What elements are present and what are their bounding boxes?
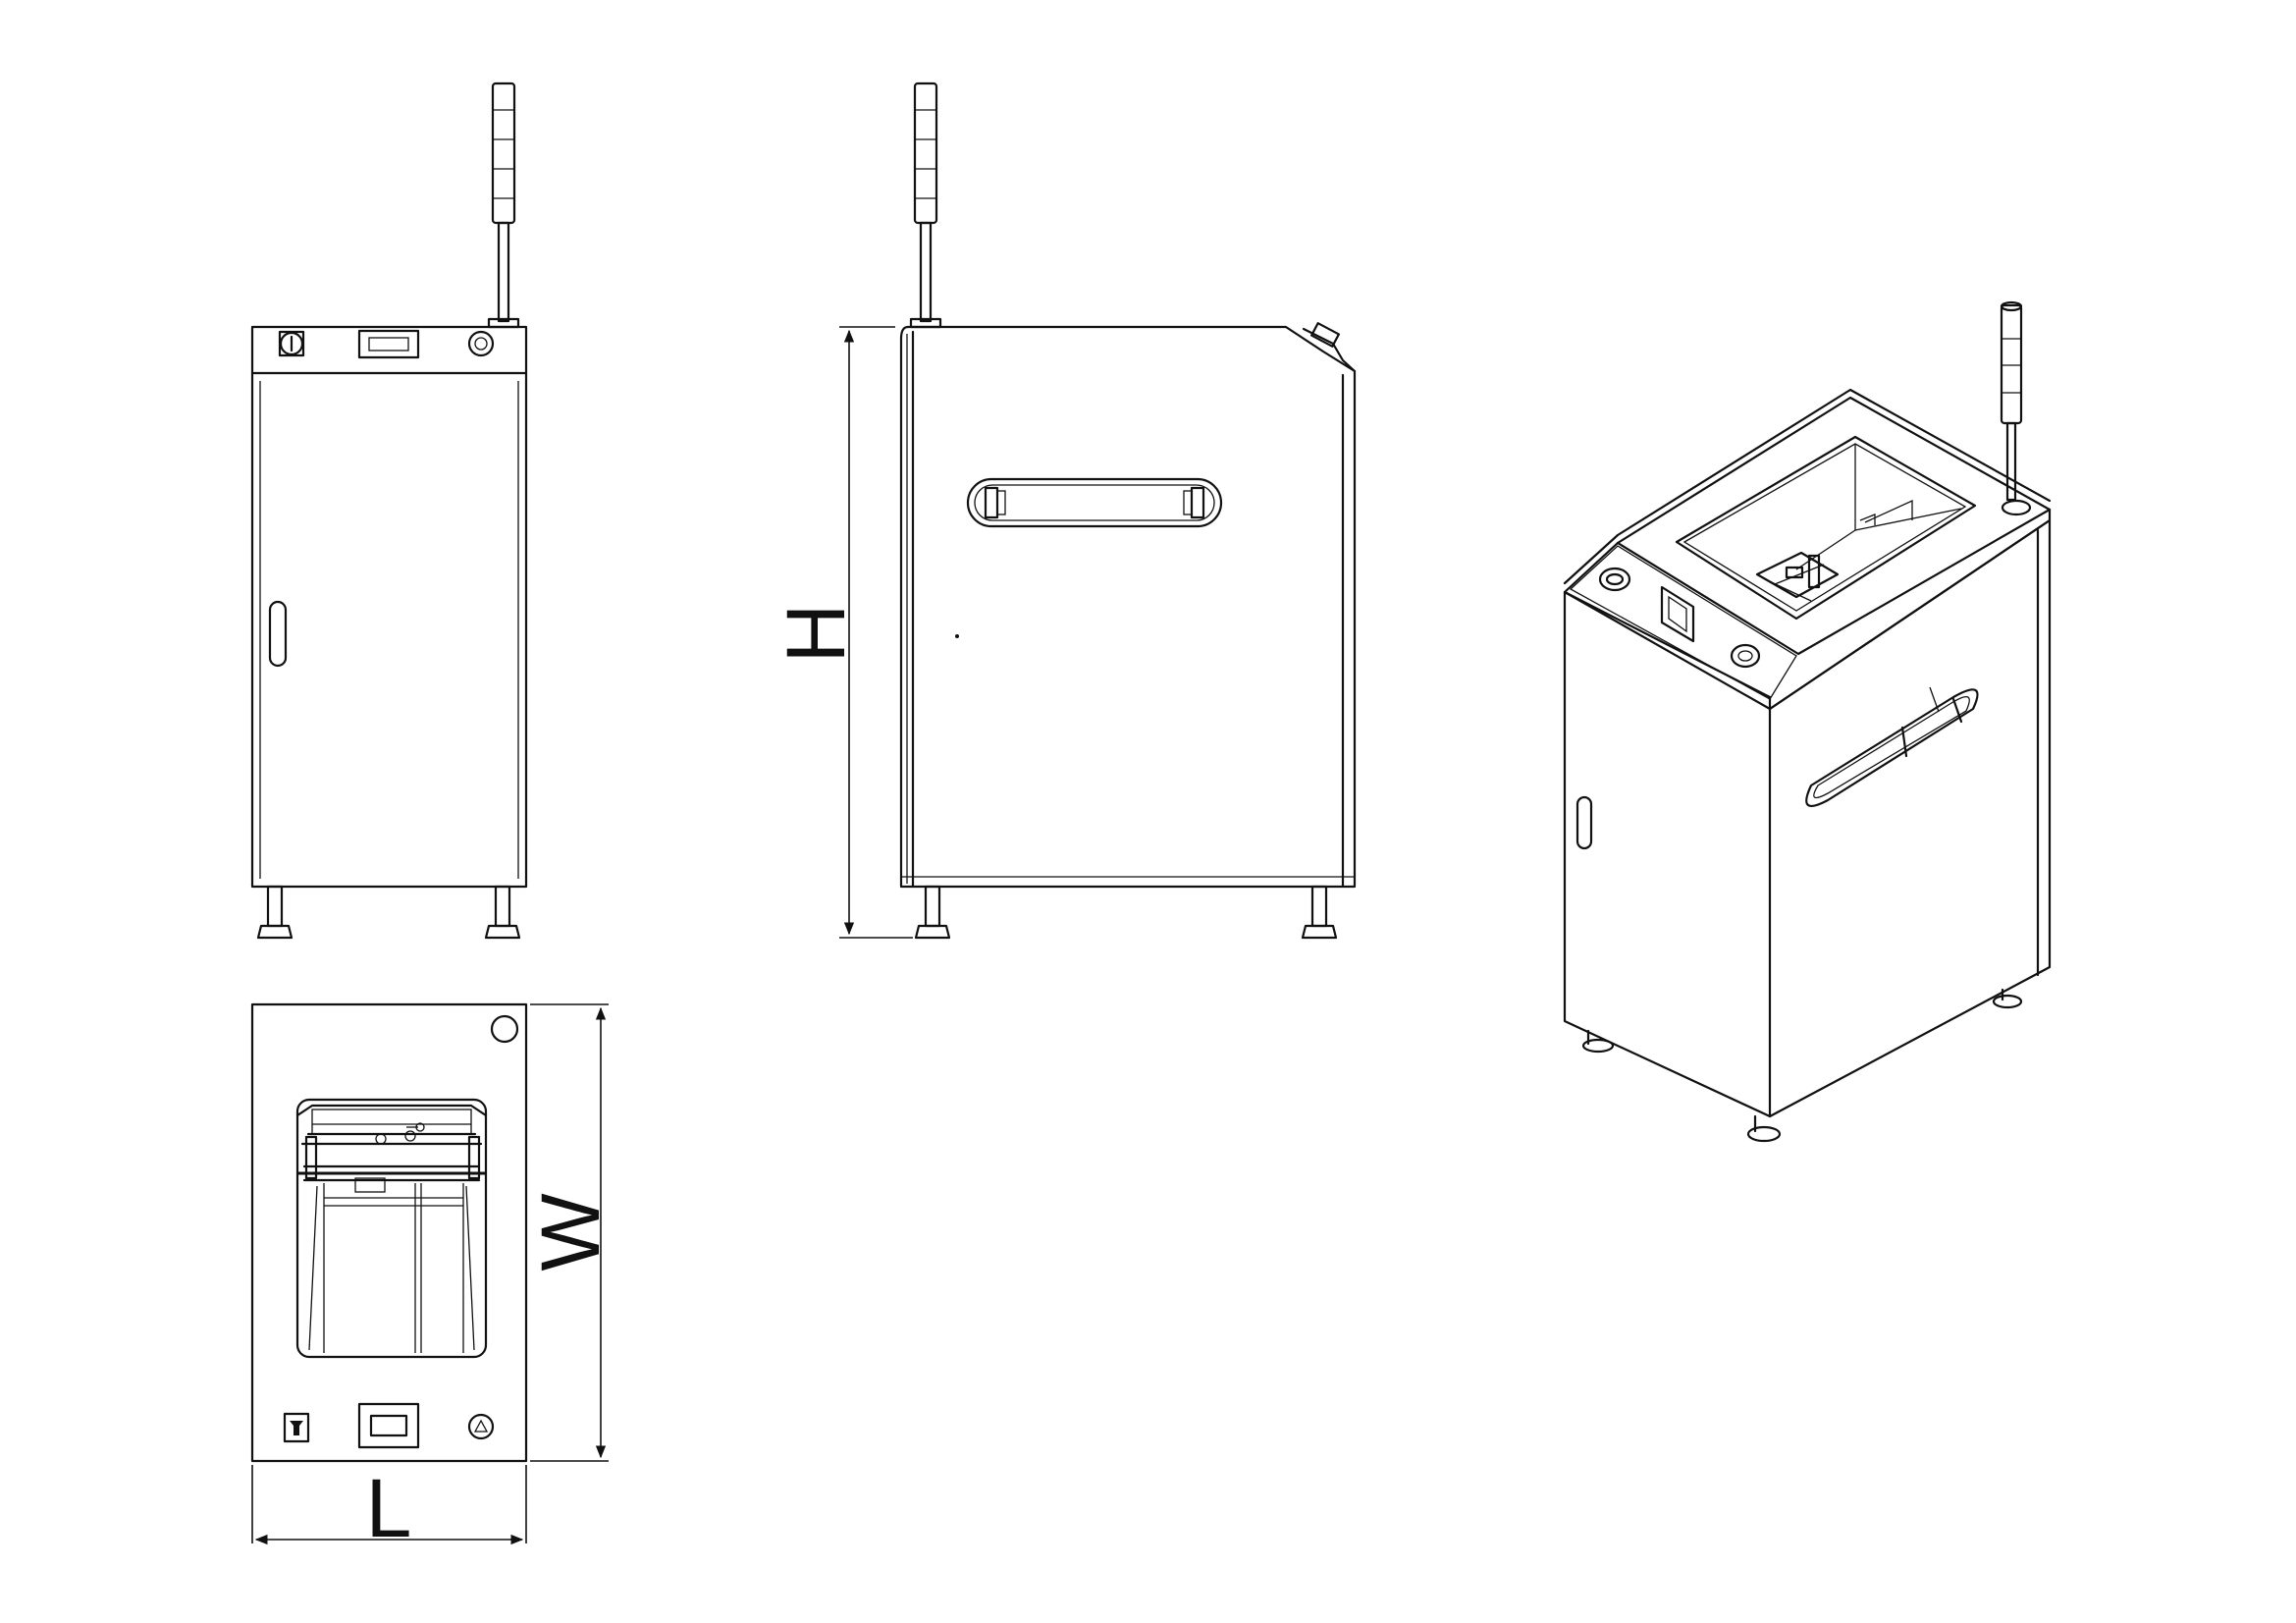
width-dimension: [530, 1003, 609, 1462]
front-view: [250, 81, 528, 940]
iso-door-handle: [1575, 795, 1593, 850]
iso-feet: [1581, 988, 2023, 1143]
length-label: L: [366, 1462, 412, 1554]
iso-control-panel: [1598, 567, 1761, 669]
emergency-stop-icon: [467, 330, 495, 357]
side-window: [966, 477, 1223, 528]
height-label: H: [770, 604, 862, 664]
width-label: W: [524, 1193, 616, 1271]
cabinet-body: [250, 325, 528, 889]
top-view: W L: [250, 1002, 616, 1554]
top-opening: [295, 1098, 488, 1359]
signal-tower: [487, 81, 520, 329]
leveling-feet: [914, 885, 1338, 940]
side-body: [899, 325, 1357, 889]
isometric-view: [1563, 300, 2052, 1143]
door-handle: [268, 600, 288, 668]
leveling-feet: [256, 885, 521, 940]
iso-top-rim: [1563, 396, 2052, 711]
iso-signal-tower: [2000, 300, 2032, 516]
touch-screen: [357, 329, 420, 359]
signal-tower: [909, 81, 942, 329]
control-panel: [278, 329, 495, 359]
height-dimension: [839, 326, 913, 939]
iso-top-opening: [1675, 435, 1977, 621]
length-dimension: [251, 1465, 527, 1545]
top-outline: [250, 1002, 528, 1463]
iso-left-face: [1563, 590, 1772, 1118]
top-controls: [283, 1402, 495, 1449]
iso-side-window: [1805, 686, 1979, 807]
side-view: H: [770, 81, 1357, 940]
